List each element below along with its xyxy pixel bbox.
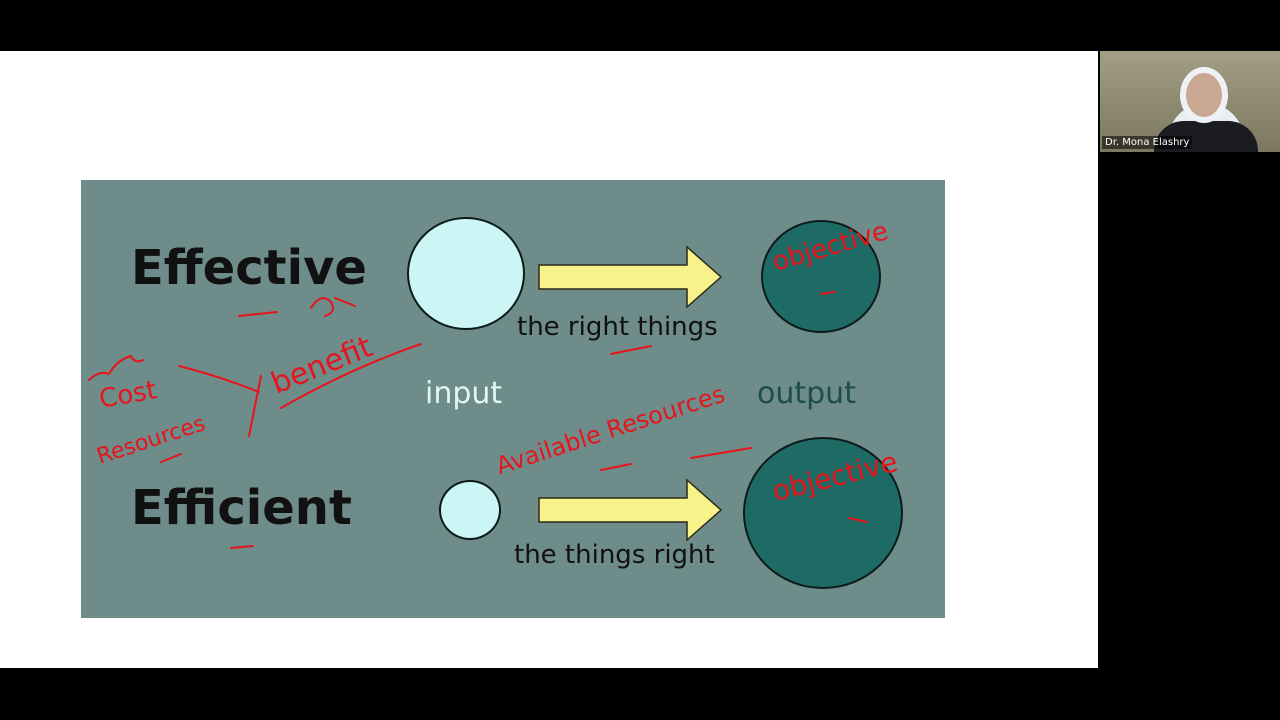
annotation-benefit: benefit — [266, 329, 378, 402]
annotation-available-resources: Available Resources — [492, 379, 729, 481]
slide-image: Effective Efficient the right things the… — [81, 180, 945, 618]
output-label: output — [757, 376, 856, 411]
effective-input-circle — [407, 217, 525, 330]
effective-heading: Effective — [131, 240, 367, 296]
efficient-output-circle — [743, 437, 903, 589]
input-label: input — [425, 376, 503, 411]
efficient-heading: Efficient — [131, 480, 352, 536]
annotation-cost: Cost — [96, 375, 159, 415]
annotation-resources: Resources — [93, 411, 209, 470]
participant-video-tile[interactable]: Dr. Mona Elashry — [1100, 51, 1280, 152]
effective-output-circle — [761, 220, 881, 333]
shared-slide-area: Effective Efficient the right things the… — [0, 51, 1098, 668]
arrow-right-icon — [538, 478, 723, 542]
efficient-input-circle — [439, 480, 501, 540]
things-right-caption: the things right — [514, 540, 715, 570]
arrow-right-icon — [538, 245, 723, 309]
participant-name-label: Dr. Mona Elashry — [1102, 136, 1193, 149]
webcam-person-head — [1186, 73, 1222, 117]
right-things-caption: the right things — [517, 312, 718, 342]
